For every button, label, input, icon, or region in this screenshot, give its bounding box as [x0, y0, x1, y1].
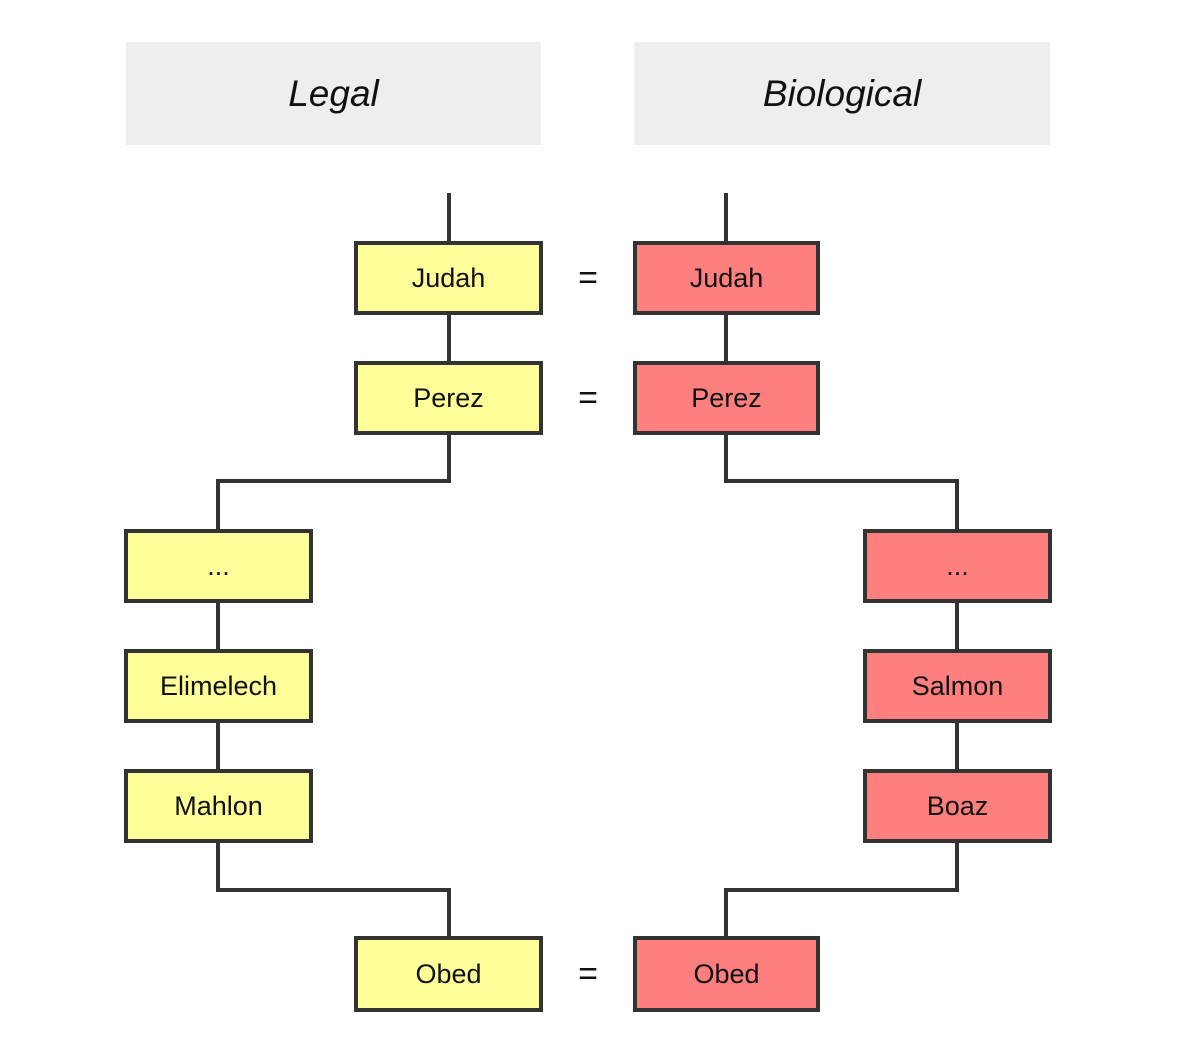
legal-obed-label: Obed	[415, 958, 482, 989]
legal-perez-branch-link	[216, 433, 451, 531]
legal-judah-label: Judah	[411, 262, 486, 293]
legal-ellipsis-label: ...	[207, 550, 230, 581]
bio-ellipsis-label: ...	[946, 550, 969, 581]
biological-header-label: Biological	[762, 72, 922, 114]
bio-node-boaz: Boaz	[863, 769, 1052, 843]
legal-elimelech-label: Elimelech	[159, 670, 278, 701]
bio-boaz-label: Boaz	[926, 790, 989, 821]
equals-sign-obed: =	[578, 955, 598, 993]
legal-node-ellipsis: ...	[124, 529, 313, 603]
bio-perez-label: Perez	[691, 382, 762, 413]
legal-node-mahlon: Mahlon	[124, 769, 313, 843]
legal-node-obed: Obed	[354, 936, 543, 1012]
bio-perez-branch-link	[724, 433, 959, 531]
equals-sign-perez: =	[578, 379, 598, 417]
biological-column-header: Biological	[634, 42, 1050, 145]
legal-column-header: Legal	[126, 42, 541, 145]
bio-boaz-obed-link	[724, 841, 959, 938]
legal-node-elimelech: Elimelech	[124, 649, 313, 723]
legal-node-judah: Judah	[354, 241, 543, 315]
legal-header-label: Legal	[288, 72, 379, 114]
legal-node-perez: Perez	[354, 361, 543, 435]
bio-judah-label: Judah	[689, 262, 764, 293]
bio-node-perez: Perez	[633, 361, 820, 435]
bio-node-obed: Obed	[633, 936, 820, 1012]
bio-salmon-label: Salmon	[911, 670, 1004, 701]
equals-sign-judah: =	[578, 259, 598, 297]
legal-perez-label: Perez	[413, 382, 484, 413]
legal-mahlon-obed-link	[216, 841, 451, 938]
legal-mahlon-label: Mahlon	[174, 790, 263, 821]
bio-obed-label: Obed	[693, 958, 760, 989]
bio-node-salmon: Salmon	[863, 649, 1052, 723]
bio-node-ellipsis: ...	[863, 529, 1052, 603]
bio-node-judah: Judah	[633, 241, 820, 315]
